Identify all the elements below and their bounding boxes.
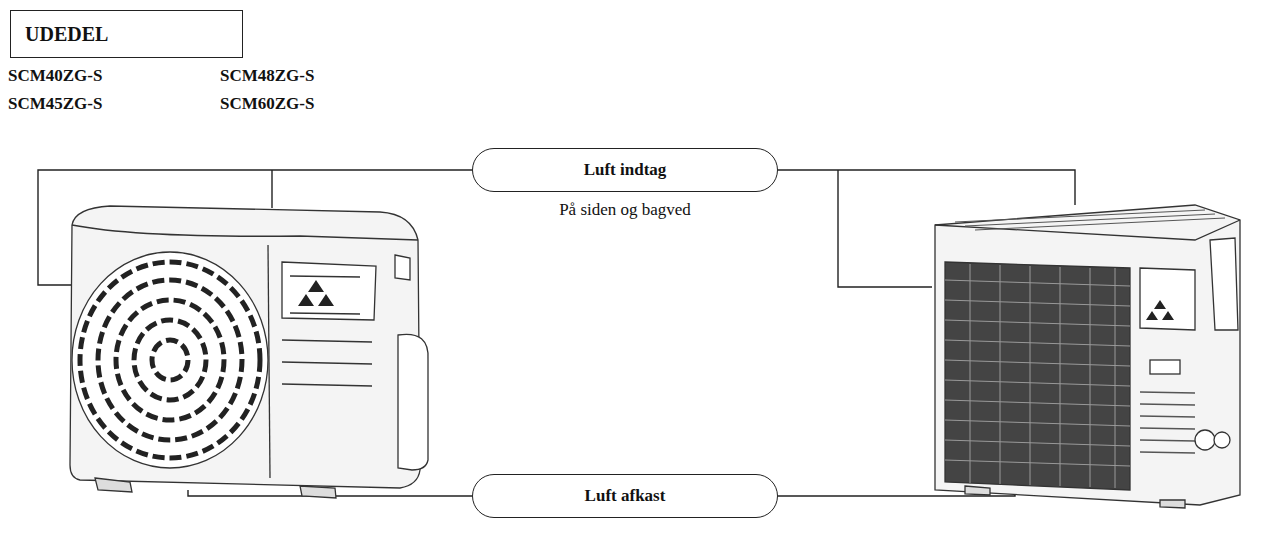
illustration-part: [290, 313, 360, 314]
illustration-part: [1140, 440, 1195, 441]
illustration-part: [1030, 266, 1031, 485]
illustration-part: [945, 262, 1130, 490]
illustration-part: [1140, 428, 1195, 429]
illustration-part: [95, 478, 336, 498]
right-outdoor-unit: [935, 205, 1240, 508]
illustration-part: [1214, 432, 1230, 448]
illustration-part: [1140, 392, 1195, 393]
illustration-part: [1150, 360, 1180, 374]
illustration-part: [945, 300, 1130, 306]
illustration-part: [1000, 265, 1001, 484]
title-box-outline: UDEDEL: [10, 10, 243, 58]
illustration-part: [945, 380, 1130, 386]
illustration-part: [945, 280, 1130, 286]
illustration-part: [838, 170, 932, 287]
illustration-part: [271, 170, 272, 208]
model-number: SCM40ZG-S: [8, 66, 102, 86]
illustration-part: [1090, 268, 1091, 487]
model-number: SCM45ZG-S: [8, 94, 102, 114]
illustration-part: [268, 245, 270, 478]
note-text: På siden og bagved: [472, 200, 778, 220]
illustration-part: [1140, 452, 1195, 453]
illustration-part: [72, 225, 418, 240]
illustration-part: [1060, 267, 1061, 486]
illustration-part: [945, 340, 1130, 346]
illustration-part: [398, 334, 428, 470]
illustration-part: [298, 280, 334, 306]
box-heading: Luft afkast: [585, 486, 666, 506]
box-heading: Luft indtag: [584, 160, 667, 180]
illustration-part: [935, 205, 1240, 505]
illustration-part: [282, 362, 372, 364]
illustration-part: [955, 210, 1225, 230]
illustration-part: [970, 264, 971, 483]
illustration-part: [945, 420, 1130, 426]
illustration-part: [945, 440, 1130, 446]
illustration-part: [1195, 430, 1215, 450]
leader-lines: [38, 170, 1075, 496]
illustration-part: [70, 206, 420, 488]
illustration-part: [1210, 238, 1238, 330]
illustration-part: [945, 264, 1130, 488]
callout-pill-outline: Luft indtag: [472, 148, 778, 192]
left-outdoor-unit: [70, 206, 428, 498]
illustration-part: [945, 320, 1130, 326]
illustration-part: [1140, 392, 1195, 453]
illustration-part: [80, 262, 260, 458]
illustration-part: [1115, 268, 1116, 488]
illustration-part: [945, 360, 1130, 366]
illustration-part: [282, 384, 372, 386]
illustration-part: [1140, 404, 1195, 405]
model-number: SCM48ZG-S: [220, 66, 314, 86]
model-number: SCM60ZG-S: [220, 94, 314, 114]
illustration-part: [72, 252, 268, 468]
illustration-part: [134, 320, 206, 400]
callout-pill-outline: Luft afkast: [472, 474, 778, 518]
illustration-part: [152, 340, 188, 380]
illustration-part: [282, 340, 372, 342]
illustration-part: [975, 218, 1225, 230]
illustration-part: [778, 170, 1075, 205]
illustration-part: [1140, 268, 1195, 330]
illustration-part: [290, 276, 360, 277]
illustration-part: [116, 300, 224, 420]
illustration-part: [965, 486, 1185, 508]
illustration-part: [80, 262, 260, 458]
callout-pill: Luft indtag På siden og bagved: [472, 148, 778, 220]
illustration-part: [945, 460, 1130, 466]
illustration-part: [1140, 416, 1195, 417]
illustration-part: [1146, 300, 1174, 320]
illustration-part: [395, 255, 410, 280]
illustration-part: [945, 400, 1130, 406]
title-box: UDEDEL: [10, 10, 243, 58]
callout-pill: Luft afkast: [472, 474, 778, 518]
box-heading: UDEDEL: [25, 23, 108, 46]
illustration-part: [98, 280, 242, 440]
illustration-part: [282, 262, 376, 320]
